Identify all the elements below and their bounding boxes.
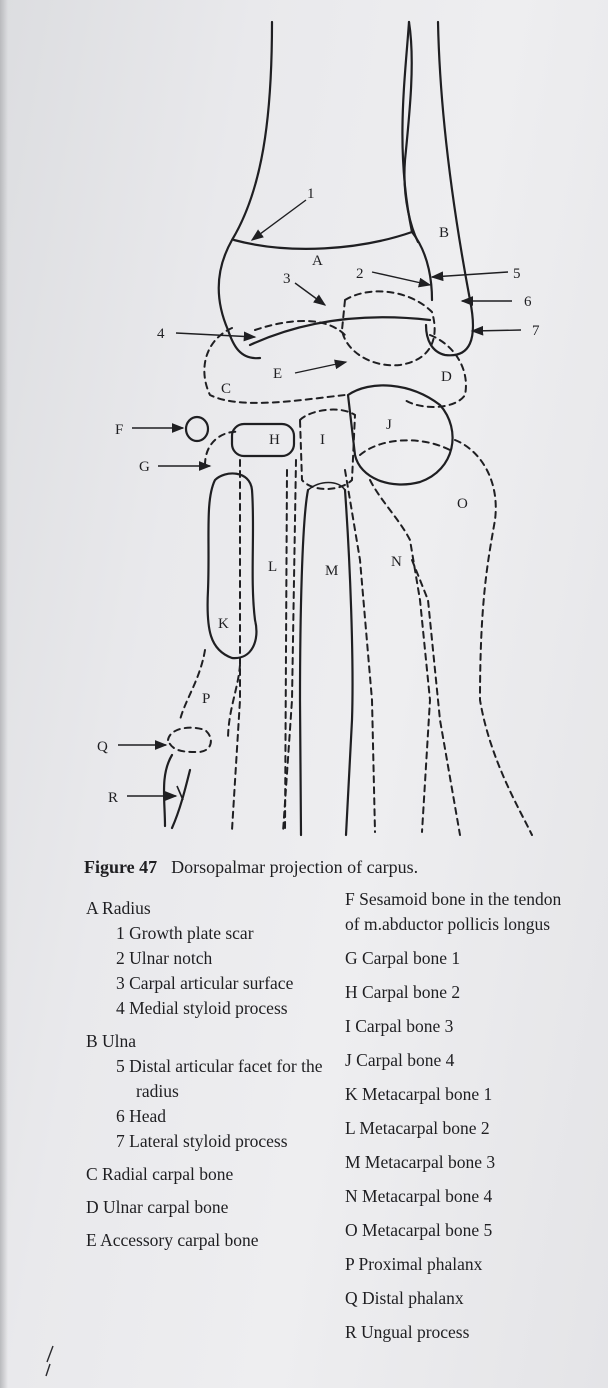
figure-number: Figure 47 bbox=[84, 857, 158, 877]
label-P: P bbox=[202, 691, 210, 707]
legend-item-2: 2 Ulnar notch bbox=[116, 948, 213, 968]
label-4: 4 bbox=[157, 326, 165, 342]
arrow-1 bbox=[250, 199, 307, 241]
label-N: N bbox=[391, 554, 402, 570]
legend-item-1: 1 Growth plate scar bbox=[116, 923, 254, 943]
figure-caption: Figure 47 Dorsopalmar projection of carpu… bbox=[84, 857, 418, 878]
label-5: 5 bbox=[513, 266, 521, 282]
label-E: E bbox=[273, 366, 282, 382]
metacarpal-5-head bbox=[359, 439, 451, 456]
label-H: H bbox=[269, 432, 280, 448]
ulnar-carpal-outline bbox=[404, 334, 467, 408]
legend-item-4: 4 Medial styloid process bbox=[116, 998, 288, 1018]
radial-carpal-upper bbox=[254, 319, 346, 336]
label-7: 7 bbox=[532, 323, 540, 339]
legend-item-I: I Carpal bone 3 bbox=[345, 1016, 454, 1036]
legend-item-H: H Carpal bone 2 bbox=[345, 982, 461, 1002]
arrow-E bbox=[294, 359, 348, 374]
label-I: I bbox=[320, 432, 325, 448]
metacarpal-3-right bbox=[343, 488, 354, 837]
distal-phalanx-outline bbox=[166, 726, 212, 754]
carpal-bone-2-outline bbox=[230, 422, 296, 458]
metacarpal-3-inner bbox=[344, 469, 376, 833]
label-K: K bbox=[218, 616, 229, 632]
label-3: 3 bbox=[283, 271, 291, 287]
legend-item-G: G Carpal bone 1 bbox=[345, 948, 461, 968]
metacarpal-4-left bbox=[369, 479, 432, 833]
label-2: 2 bbox=[356, 266, 364, 282]
sesamoid-outline bbox=[184, 415, 210, 443]
legend-left-column: A Radius 1 Growth plate scar 2 Ulnar not… bbox=[86, 896, 336, 1253]
metacarpal-2-left bbox=[231, 459, 241, 831]
legend-item-D: D Ulnar carpal bone bbox=[86, 1197, 229, 1217]
carpal-bone-1-outline bbox=[204, 430, 241, 466]
legend-item-O: O Metacarpal bone 5 bbox=[345, 1220, 493, 1240]
legend-item-5: 5 Distal articular facet for the radius bbox=[116, 1056, 323, 1101]
label-R: R bbox=[108, 790, 118, 806]
label-J: J bbox=[386, 417, 392, 433]
legend-item-E: E Accessory carpal bone bbox=[86, 1230, 259, 1250]
metacarpal-2-right bbox=[282, 459, 297, 833]
label-O: O bbox=[457, 496, 468, 512]
label-B: B bbox=[439, 225, 449, 241]
growth-plate-scar-line bbox=[232, 230, 414, 250]
legend-item-N: N Metacarpal bone 4 bbox=[345, 1186, 493, 1206]
radius-carpal-surface bbox=[248, 316, 432, 347]
label-6: 6 bbox=[524, 294, 532, 310]
arrow-2 bbox=[371, 271, 432, 288]
ungual-process-outline bbox=[162, 753, 192, 830]
legend-right-column: F Sesamoid bone in the tendon of m.abduc… bbox=[345, 887, 575, 1345]
metacarpal-3-top bbox=[307, 481, 346, 491]
label-F: F bbox=[115, 422, 123, 438]
legend-item-F: F Sesamoid bone in the tendon of m.abduc… bbox=[345, 889, 562, 934]
ungual-process-inner bbox=[176, 785, 184, 801]
metacarpal-4-right bbox=[411, 559, 461, 836]
ulna-outline bbox=[424, 20, 474, 357]
carpal-bone-4-outline bbox=[346, 384, 454, 486]
label-M: M bbox=[325, 563, 338, 579]
legend-item-3: 3 Carpal articular surface bbox=[116, 973, 294, 993]
proximal-phalanx-outline bbox=[179, 649, 241, 741]
label-C: C bbox=[221, 381, 231, 397]
legend-item-K: K Metacarpal bone 1 bbox=[345, 1084, 493, 1104]
figure-title: Dorsopalmar projection of carpus. bbox=[171, 857, 419, 877]
legend-item-7: 7 Lateral styloid process bbox=[116, 1131, 288, 1151]
legend-item-J: J Carpal bone 4 bbox=[345, 1050, 455, 1070]
label-D: D bbox=[441, 369, 452, 385]
metacarpal-1-outline bbox=[206, 472, 258, 660]
legend-item-Q: Q Distal phalanx bbox=[345, 1288, 464, 1308]
arrow-7 bbox=[470, 325, 522, 336]
carpus-diagram: A B C D E F G H I J K L M N O P Q R 1 2 … bbox=[97, 20, 540, 837]
legend-item-R: R Ungual process bbox=[345, 1322, 470, 1342]
legend-item-M: M Metacarpal bone 3 bbox=[345, 1152, 496, 1172]
metacarpal-3-left bbox=[298, 488, 310, 837]
metacarpal-5-outline bbox=[454, 439, 533, 836]
legend-item-L: L Metacarpal bone 2 bbox=[345, 1118, 490, 1138]
arrow-5 bbox=[430, 271, 509, 282]
radial-carpal-outline bbox=[203, 327, 346, 404]
page-edge-shadow bbox=[0, 0, 8, 1388]
label-A: A bbox=[312, 253, 323, 269]
accessory-carpal-outline bbox=[340, 290, 436, 367]
arrow-4 bbox=[175, 331, 257, 342]
legend-item-B: B Ulna bbox=[86, 1031, 137, 1051]
carpal-bone-3-outline bbox=[298, 408, 357, 490]
radius-outline bbox=[217, 20, 274, 360]
arrow-3 bbox=[294, 282, 327, 306]
label-Q: Q bbox=[97, 739, 108, 755]
pencil-mark bbox=[45, 1345, 54, 1377]
label-L: L bbox=[268, 559, 277, 575]
legend-item-C: C Radial carpal bone bbox=[86, 1164, 234, 1184]
radius-lateral-outline bbox=[401, 20, 434, 302]
metacarpal-2-mid bbox=[284, 469, 288, 833]
legend-item-A: A Radius bbox=[86, 898, 151, 918]
ulna-inner-outline bbox=[403, 20, 420, 244]
label-G: G bbox=[139, 459, 150, 475]
legend-item-P: P Proximal phalanx bbox=[345, 1254, 483, 1274]
legend-item-6: 6 Head bbox=[116, 1106, 167, 1126]
label-1: 1 bbox=[307, 186, 315, 202]
